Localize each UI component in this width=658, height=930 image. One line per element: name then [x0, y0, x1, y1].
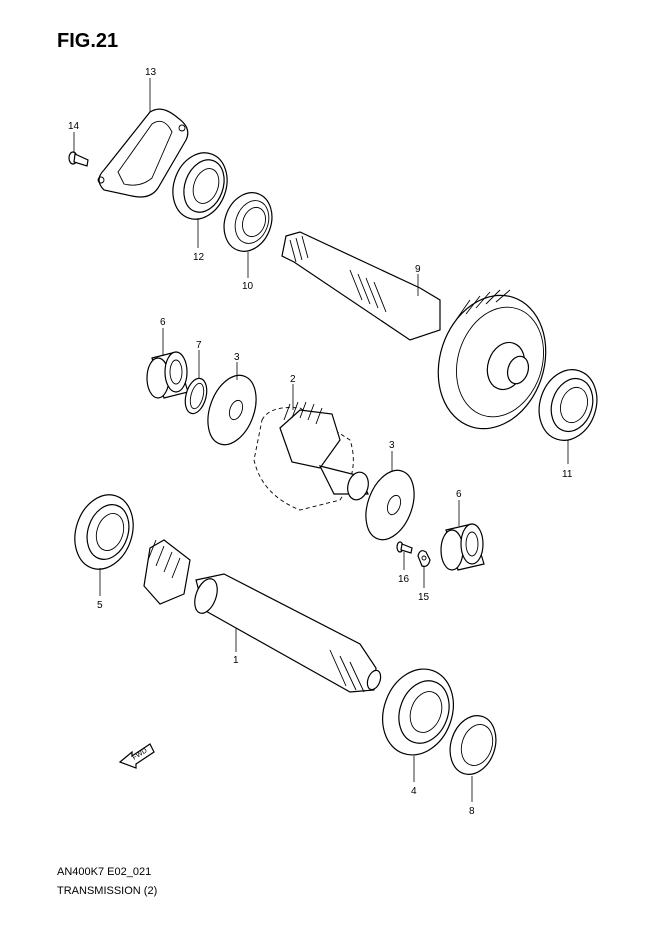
part-10-oil-seal	[223, 192, 273, 252]
part-6-needle-bearing-upper	[146, 351, 189, 399]
part-8-oil-seal	[449, 715, 497, 775]
part-2-gear	[253, 401, 369, 511]
diagram-code: AN400K7 E02_021	[57, 866, 152, 878]
callout-11: 11	[562, 469, 573, 480]
callout-15: 15	[418, 592, 430, 603]
figure-title: FIG.21	[57, 30, 119, 52]
callout-3b: 3	[389, 440, 395, 451]
part-16-bolt	[396, 541, 413, 554]
callout-4: 4	[411, 786, 417, 797]
callout-3a: 3	[234, 352, 240, 363]
leader-lines	[73, 78, 569, 802]
callout-10: 10	[242, 281, 254, 292]
part-7-circlip	[184, 377, 208, 415]
callout-5: 5	[97, 600, 103, 611]
part-3-washer-upper	[207, 374, 257, 446]
part-9-driven-shaft	[281, 231, 547, 430]
callout-6a: 6	[160, 317, 166, 328]
callout-16: 16	[398, 574, 410, 585]
part-14-screw	[68, 151, 89, 167]
callout-8: 8	[469, 806, 475, 817]
part-11-bearing	[538, 369, 598, 441]
part-12-bearing	[172, 152, 228, 220]
section-title: TRANSMISSION (2)	[57, 885, 158, 897]
callout-12: 12	[193, 252, 205, 263]
part-15-lock-washer	[417, 550, 431, 567]
callout-1: 1	[233, 655, 239, 666]
part-1-drive-shaft	[143, 539, 382, 693]
callout-2: 2	[290, 374, 296, 385]
callout-13: 13	[145, 67, 157, 78]
part-6-needle-bearing-lower	[440, 523, 485, 571]
part-4-bearing	[382, 668, 454, 756]
callout-14: 14	[68, 121, 80, 132]
callout-9: 9	[415, 264, 421, 275]
callout-7: 7	[196, 340, 202, 351]
part-5-bearing	[74, 494, 134, 570]
callout-labels: 13 14 12 10 9 6 7 3 2 11 3 6 5 16 15 1 4…	[68, 67, 573, 817]
fwd-arrow-icon: FWD	[118, 743, 155, 769]
part-13-gasket	[97, 108, 189, 198]
part-3-washer-lower	[365, 469, 415, 541]
callout-6b: 6	[456, 489, 462, 500]
